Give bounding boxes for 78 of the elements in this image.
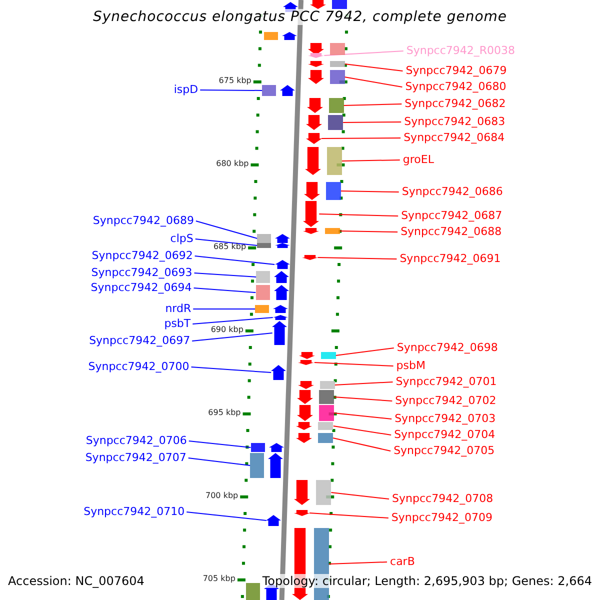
gene-label: Synpcc7942_0694: [90, 281, 192, 294]
leader-line: [194, 272, 257, 278]
gene-label: Synpcc7942_R0038: [406, 44, 516, 57]
gene-label: Synpcc7942_0683: [404, 115, 506, 128]
leader-line: [341, 160, 400, 162]
gene-label: Synpcc7942_0679: [406, 64, 507, 77]
gene-label: Synpcc7942_0708: [392, 492, 494, 505]
leader-line: [194, 238, 258, 246]
gene-label: Synpcc7942_0698: [396, 341, 498, 354]
leader-line: [192, 317, 274, 324]
gene-label: ispD: [174, 83, 198, 96]
gene-label: Synpcc7942_0684: [404, 131, 505, 144]
leader-line: [339, 230, 398, 232]
gene-label: Synpcc7942_0706: [86, 434, 187, 447]
gene-label: Synpcc7942_0704: [394, 428, 496, 441]
leader-line: [314, 362, 394, 366]
leader-line: [188, 440, 252, 448]
leader-line: [192, 332, 273, 342]
leader-line: [324, 50, 404, 56]
scale-label: 690 kbp: [210, 325, 244, 334]
gene-label: Synpcc7942_0692: [92, 249, 193, 262]
leader-line: [335, 348, 394, 356]
gene-label: Synpcc7942_0709: [391, 511, 492, 524]
leader-line: [332, 426, 392, 436]
leader-line: [343, 104, 402, 106]
leader-line: [334, 382, 394, 386]
scale-label: 685 kbp: [213, 242, 246, 251]
genome-info-text: Topology: circular; Length: 2,695,903 bp; Genes: 2,664: [262, 574, 592, 588]
leader-line: [192, 308, 256, 310]
gene-label: Synpcc7942_0707: [85, 451, 186, 464]
leader-line: [332, 438, 392, 452]
leader-line: [333, 412, 392, 420]
leader-line: [186, 512, 267, 521]
gene-label: Synpcc7942_0691: [400, 252, 501, 265]
leader-line: [334, 396, 393, 402]
gene-label: Synpcc7942_0689: [92, 214, 194, 227]
gene-label: Synpcc7942_0710: [84, 505, 185, 518]
gene-label: Synpcc7942_0705: [394, 444, 495, 457]
leader-line: [188, 458, 251, 466]
gene-label: Synpcc7942_0680: [405, 80, 506, 93]
gene-label: Synpcc7942_0702: [395, 394, 496, 407]
leader-line: [344, 64, 404, 72]
gene-label: Synpcc7942_0697: [89, 334, 190, 347]
leader-line: [321, 138, 402, 139]
gene-label: Synpcc7942_0693: [91, 266, 192, 279]
leader-line: [193, 288, 256, 293]
gene-label: psbM: [396, 359, 426, 372]
leader-line: [195, 220, 258, 239]
leader-line: [330, 492, 390, 500]
leader-line: [309, 512, 389, 518]
scale-label: 705 kbp: [202, 574, 236, 583]
leader-line: [194, 256, 276, 265]
map-title: Synechococcus elongatus PCC 7942, complete genome: [92, 9, 508, 25]
gene-label: Synpcc7942_0682: [404, 97, 506, 110]
scale-label: 675 kbp: [218, 76, 252, 85]
gene-label: Synpcc7942_0687: [401, 209, 502, 222]
leader-line: [342, 122, 402, 123]
leader-line: [328, 562, 388, 564]
genome-info-text: Accession: NC_007604: [8, 574, 144, 588]
gene-label: clpS: [170, 232, 194, 245]
scale-label: 700 kbp: [206, 491, 238, 500]
leader-line: [340, 190, 400, 192]
gene-label: Synpcc7942_0688: [400, 225, 502, 238]
leader-line: [200, 90, 263, 91]
leader-line: [317, 257, 398, 260]
gene-label: Synpcc7942_0703: [394, 412, 496, 425]
scale-label: 695 kbp: [208, 408, 241, 417]
scale-label: 680 kbp: [216, 159, 249, 168]
leader-line: [190, 366, 272, 373]
gene-label: Synpcc7942_0700: [88, 360, 190, 373]
leader-line: [344, 76, 403, 88]
gene-label: psbT: [164, 317, 191, 330]
gene-label: carB: [390, 555, 415, 568]
gene-label: Synpcc7942_0701: [396, 375, 497, 388]
gene-label: groEL: [402, 153, 434, 166]
leader-line: [318, 214, 399, 216]
gene-label: Synpcc7942_0686: [402, 185, 503, 198]
gene-label: nrdR: [165, 302, 192, 315]
